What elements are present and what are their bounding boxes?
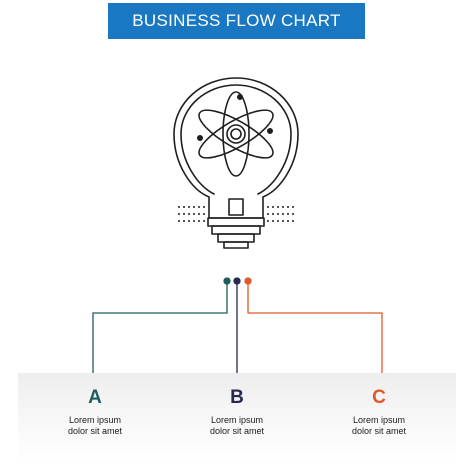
lightbulb-atom-icon [173,77,299,249]
step-a-text: Lorem ipsum dolor sit amet [18,415,172,437]
step-c-text: Lorem ipsum dolor sit amet [302,415,456,437]
atom-icon [197,91,274,177]
bulb-base-1 [211,225,261,235]
dotted-lines-left [178,206,205,222]
bulb-filament-box [228,198,244,216]
step-b-line1: Lorem ipsum [210,415,264,425]
connector-c-dot [244,277,252,285]
bulb-base-2 [217,233,255,243]
step-a-line1: Lorem ipsum [68,415,122,425]
dotted-lines-right [267,206,294,222]
step-a-line2: dolor sit amet [67,426,123,436]
step-b-line2: dolor sit amet [209,426,265,436]
connector-b [233,277,241,373]
chart-title: BUSINESS FLOW CHART [132,11,341,30]
step-card-a: A Lorem ipsum dolor sit amet [18,373,172,467]
title-banner: BUSINESS FLOW CHART [108,3,365,39]
step-card-b: B Lorem ipsum dolor sit amet [160,373,314,467]
step-c-letter: C [372,387,386,408]
step-a-letter: A [88,387,102,408]
connector-c [244,277,383,373]
connector-b-dot [233,277,241,285]
step-c-line1: Lorem ipsum [352,415,406,425]
connector-a [92,277,231,373]
connector-a-dot [223,277,231,285]
step-card-c: C Lorem ipsum dolor sit amet [302,373,456,467]
bulb-neck [207,217,265,227]
step-b-letter: B [230,387,244,408]
bulb-base-tip [223,241,249,249]
step-c-line2: dolor sit amet [351,426,407,436]
step-b-text: Lorem ipsum dolor sit amet [160,415,314,437]
bulb-outline [173,77,299,219]
bulb-inner-outline [180,84,292,195]
